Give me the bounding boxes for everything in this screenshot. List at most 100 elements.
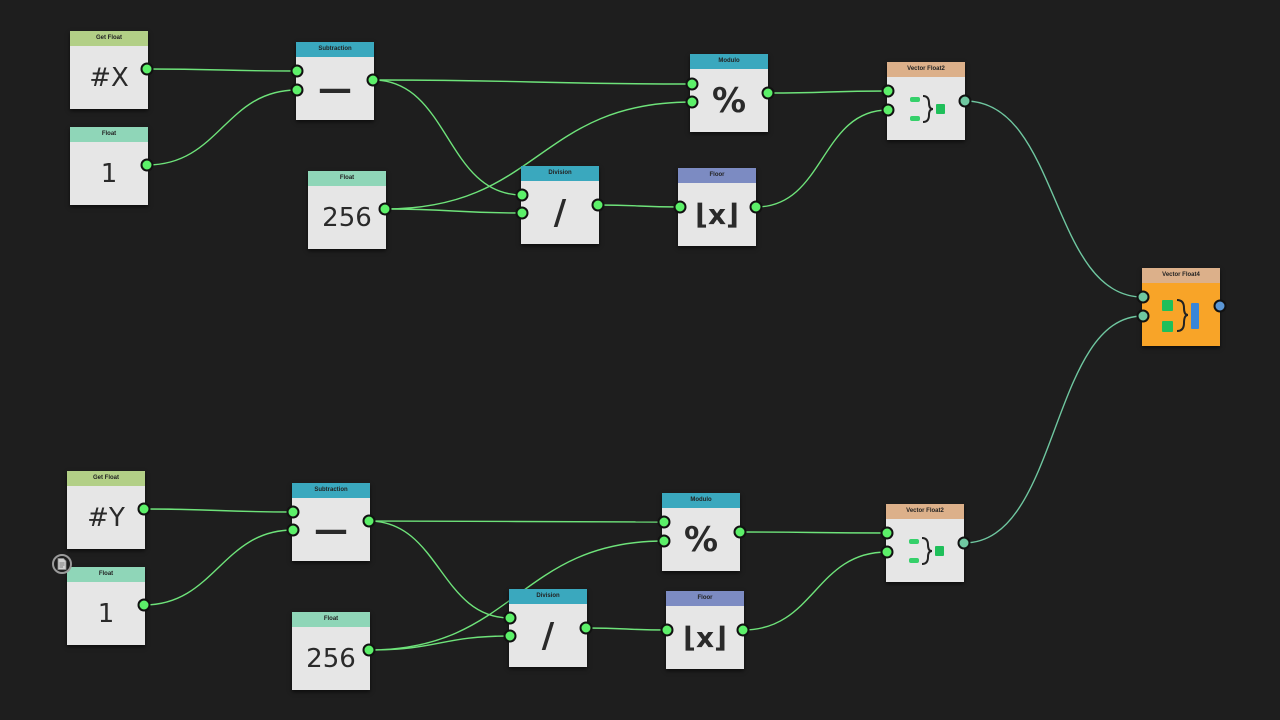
node-float-256-bottom[interactable]: Float 256 — [292, 612, 370, 690]
node-title: Subtraction — [292, 483, 370, 498]
port-div-in-a[interactable] — [515, 188, 529, 202]
node-title: Vector Float4 — [1142, 268, 1220, 283]
port-sub-in-b[interactable] — [290, 83, 304, 97]
node-vector-float2-bottom[interactable]: Vector Float2 — [886, 504, 964, 582]
node-title: Float — [70, 127, 148, 142]
port-divb-in-a[interactable] — [503, 611, 517, 625]
floor-symbol: ⌊x⌋ — [695, 198, 739, 231]
port-vec2-in-x[interactable] — [881, 84, 895, 98]
node-title: Floor — [678, 168, 756, 183]
node-floor-bottom[interactable]: Floor ⌊x⌋ — [666, 591, 744, 669]
port-sub-out[interactable] — [366, 73, 380, 87]
port-div-in-b[interactable] — [515, 206, 529, 220]
node-get-float-x[interactable]: Get Float #X — [70, 31, 148, 109]
port-subb-in-a[interactable] — [286, 505, 300, 519]
port-vec4-in-b[interactable] — [1136, 309, 1150, 323]
port-gety-out[interactable] — [137, 502, 151, 516]
node-title: Vector Float2 — [886, 504, 964, 519]
wire-256b-div — [368, 635, 511, 651]
node-vector-float2-top[interactable]: Vector Float2 — [887, 62, 965, 140]
port-float1-out[interactable] — [140, 158, 154, 172]
node-float-256-top[interactable]: Float 256 — [308, 171, 386, 249]
port-mod-in-b[interactable] — [685, 95, 699, 109]
wire-mod-vec2 — [767, 90, 889, 94]
subtraction-symbol: — — [314, 509, 348, 550]
division-symbol: / — [541, 615, 555, 656]
node-value: 1 — [100, 158, 118, 189]
port-vec2-in-y[interactable] — [881, 103, 895, 117]
node-title: Floor — [666, 591, 744, 606]
wire-subb-mod — [368, 520, 665, 523]
port-vec2b-out[interactable] — [957, 536, 971, 550]
wire-floorb-vec2 — [742, 551, 888, 631]
node-title: Float — [308, 171, 386, 186]
port-div-out[interactable] — [591, 198, 605, 212]
port-modb-in-b[interactable] — [657, 534, 671, 548]
division-symbol: / — [553, 192, 567, 233]
port-modb-out[interactable] — [733, 525, 747, 539]
node-subtraction-top[interactable]: Subtraction — — [296, 42, 374, 120]
port-divb-in-b[interactable] — [503, 629, 517, 643]
wire-getx-sub — [146, 68, 298, 72]
node-division-top[interactable]: Division / — [521, 166, 599, 244]
wire-vec2a-vec4 — [964, 100, 1144, 298]
port-vec2b-in-y[interactable] — [880, 545, 894, 559]
port-vec4-in-a[interactable] — [1136, 290, 1150, 304]
wire-sub-mod — [372, 79, 693, 85]
vector4-merge-icon — [1142, 283, 1220, 346]
port-vec2-out[interactable] — [958, 94, 972, 108]
node-title: Subtraction — [296, 42, 374, 57]
wire-sub-div — [372, 79, 523, 196]
node-vector-float4[interactable]: Vector Float4 — [1142, 268, 1220, 346]
port-floorb-out[interactable] — [736, 623, 750, 637]
port-divb-out[interactable] — [579, 621, 593, 635]
node-title: Float — [67, 567, 145, 582]
wire-divb-floor — [585, 627, 668, 631]
wire-gety-sub — [143, 508, 294, 513]
document-icon[interactable] — [52, 554, 72, 574]
port-subb-in-b[interactable] — [286, 523, 300, 537]
port-getx-out[interactable] — [140, 62, 154, 76]
wire-floor-vec2 — [755, 109, 889, 208]
port-sub-in-a[interactable] — [290, 64, 304, 78]
node-title: Float — [292, 612, 370, 627]
port-modb-in-a[interactable] — [657, 515, 671, 529]
node-title: Get Float — [70, 31, 148, 46]
node-modulo-top[interactable]: Modulo % — [690, 54, 768, 132]
node-title: Modulo — [662, 493, 740, 508]
subtraction-symbol: — — [318, 68, 352, 109]
node-get-float-y[interactable]: Get Float #Y — [67, 471, 145, 549]
node-title: Modulo — [690, 54, 768, 69]
port-vec4-out[interactable] — [1213, 299, 1227, 313]
node-title: Division — [509, 589, 587, 604]
modulo-symbol: % — [711, 80, 747, 121]
node-title: Get Float — [67, 471, 145, 486]
node-float-1-top[interactable]: Float 1 — [70, 127, 148, 205]
port-mod-out[interactable] — [761, 86, 775, 100]
port-subb-out[interactable] — [362, 514, 376, 528]
node-title: Division — [521, 166, 599, 181]
port-mod-in-a[interactable] — [685, 77, 699, 91]
wire-modb-vec2 — [739, 531, 888, 534]
node-subtraction-bottom[interactable]: Subtraction — — [292, 483, 370, 561]
node-modulo-bottom[interactable]: Modulo % — [662, 493, 740, 571]
port-256-out[interactable] — [378, 202, 392, 216]
port-floor-out[interactable] — [749, 200, 763, 214]
wire-256-div — [384, 208, 523, 214]
node-value: 256 — [306, 643, 356, 674]
wire-vec2b-vec4 — [963, 315, 1144, 544]
modulo-symbol: % — [683, 519, 719, 560]
port-floor-in[interactable] — [673, 200, 687, 214]
port-vec2b-in-x[interactable] — [880, 526, 894, 540]
wire-div-floor — [597, 204, 681, 208]
node-value: 1 — [97, 598, 115, 629]
node-value: #Y — [87, 502, 125, 533]
port-floorb-in[interactable] — [660, 623, 674, 637]
port-256b-out[interactable] — [362, 643, 376, 657]
node-division-bottom[interactable]: Division / — [509, 589, 587, 667]
node-value: 256 — [322, 202, 372, 233]
node-float-1-bottom[interactable]: Float 1 — [67, 567, 145, 645]
node-floor-top[interactable]: Floor ⌊x⌋ — [678, 168, 756, 246]
port-float1b-out[interactable] — [137, 598, 151, 612]
